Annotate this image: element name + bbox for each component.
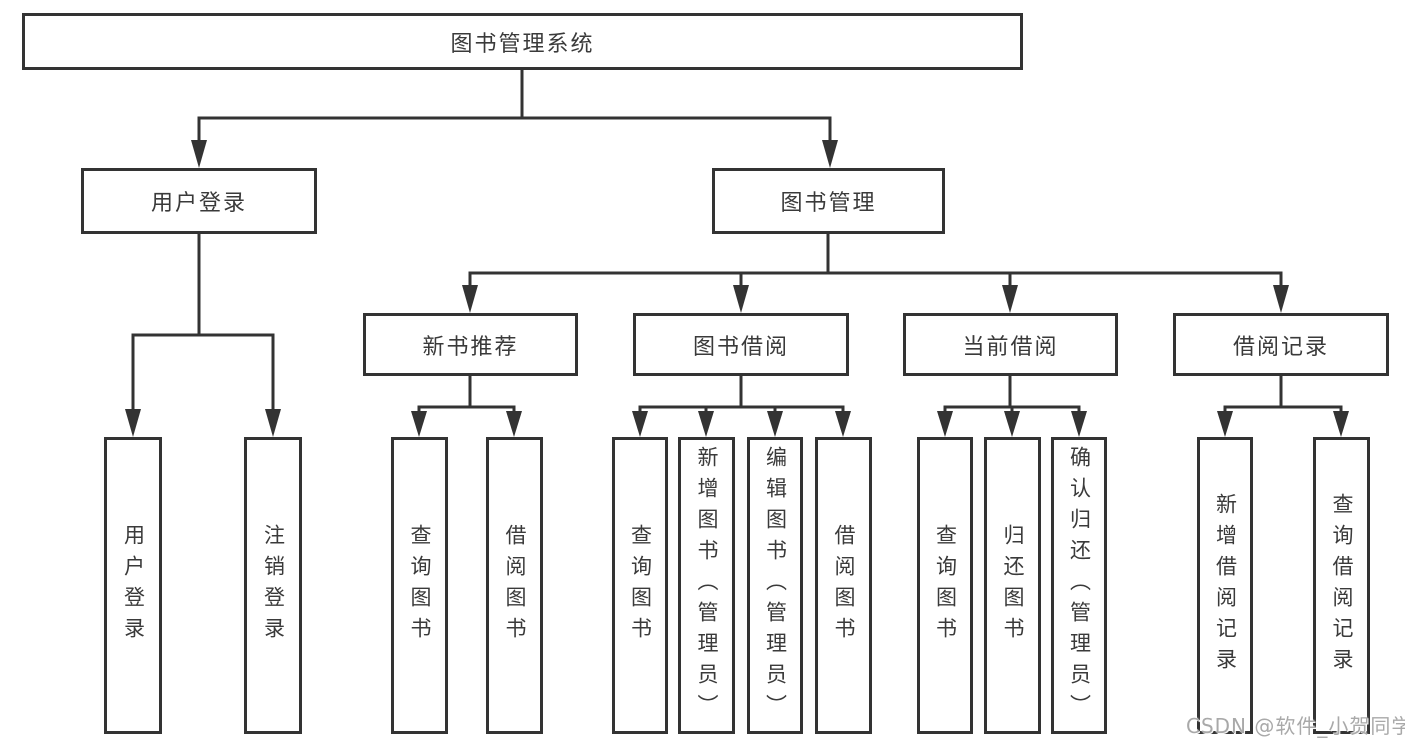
- connector-root-to-level2: [191, 70, 838, 168]
- node-label: 图书管理系统: [450, 31, 595, 57]
- leaf-query-borrow-record: 查询借阅记录: [1313, 437, 1370, 734]
- leaf-borrow-books-borrow: 借阅图书: [815, 437, 872, 734]
- node-current-borrowing: 当前借阅: [903, 313, 1118, 376]
- csdn-watermark: CSDN @软件_小贺同学: [1186, 714, 1405, 738]
- connector-new-book-children: [411, 376, 522, 437]
- leaf-edit-book-admin: 编辑图书（管理员）: [747, 437, 803, 734]
- node-label: 查询图书: [408, 523, 432, 648]
- connector-user-login-children: [125, 234, 281, 437]
- node-label: 图书管理: [780, 191, 877, 216]
- connector-book-borrowing-children: [632, 376, 851, 437]
- leaf-query-books-current: 查询图书: [917, 437, 973, 734]
- node-label: 编辑图书（管理员）: [763, 446, 788, 725]
- leaf-add-borrow-record: 新增借阅记录: [1197, 437, 1253, 734]
- node-label: 新书推荐: [422, 334, 519, 360]
- node-label: 借阅记录: [1232, 334, 1329, 360]
- connector-borrowing-records-children: [1217, 376, 1349, 437]
- node-borrowing-records: 借阅记录: [1173, 313, 1389, 376]
- node-new-book-recommend: 新书推荐: [363, 313, 578, 376]
- node-label: 借阅图书: [503, 523, 527, 648]
- node-label: 当前借阅: [962, 334, 1059, 360]
- node-label: 用户登录: [121, 523, 146, 648]
- node-label: 查询图书: [628, 523, 653, 648]
- leaf-query-books-recommend: 查询图书: [391, 437, 448, 734]
- node-book-borrowing: 图书借阅: [633, 313, 849, 376]
- node-root-library-system: 图书管理系统: [22, 13, 1023, 70]
- leaf-borrow-books-recommend: 借阅图书: [486, 437, 543, 734]
- leaf-user-login: 用户登录: [104, 437, 162, 734]
- node-label: 查询借阅记录: [1330, 492, 1354, 679]
- node-label: 查询图书: [933, 523, 958, 648]
- connector-book-management-to-level3: [462, 234, 1289, 313]
- connector-current-borrowing-children: [937, 376, 1087, 437]
- node-label: 借阅图书: [832, 523, 856, 648]
- node-label: 确认归还（管理员）: [1067, 446, 1092, 725]
- leaf-query-books-borrow: 查询图书: [612, 437, 668, 734]
- node-label: 图书借阅: [692, 334, 789, 360]
- node-book-management: 图书管理: [712, 168, 945, 234]
- leaf-confirm-return-admin: 确认归还（管理员）: [1051, 437, 1107, 734]
- node-user-login: 用户登录: [81, 168, 317, 234]
- node-label: 用户登录: [150, 191, 247, 216]
- node-label: 新增图书（管理员）: [695, 446, 719, 725]
- node-label: 新增借阅记录: [1213, 492, 1238, 679]
- node-label: 归还图书: [1001, 523, 1025, 648]
- leaf-logout: 注销登录: [244, 437, 302, 734]
- leaf-return-book: 归还图书: [984, 437, 1041, 734]
- leaf-add-book-admin: 新增图书（管理员）: [678, 437, 735, 734]
- node-label: 注销登录: [261, 523, 286, 648]
